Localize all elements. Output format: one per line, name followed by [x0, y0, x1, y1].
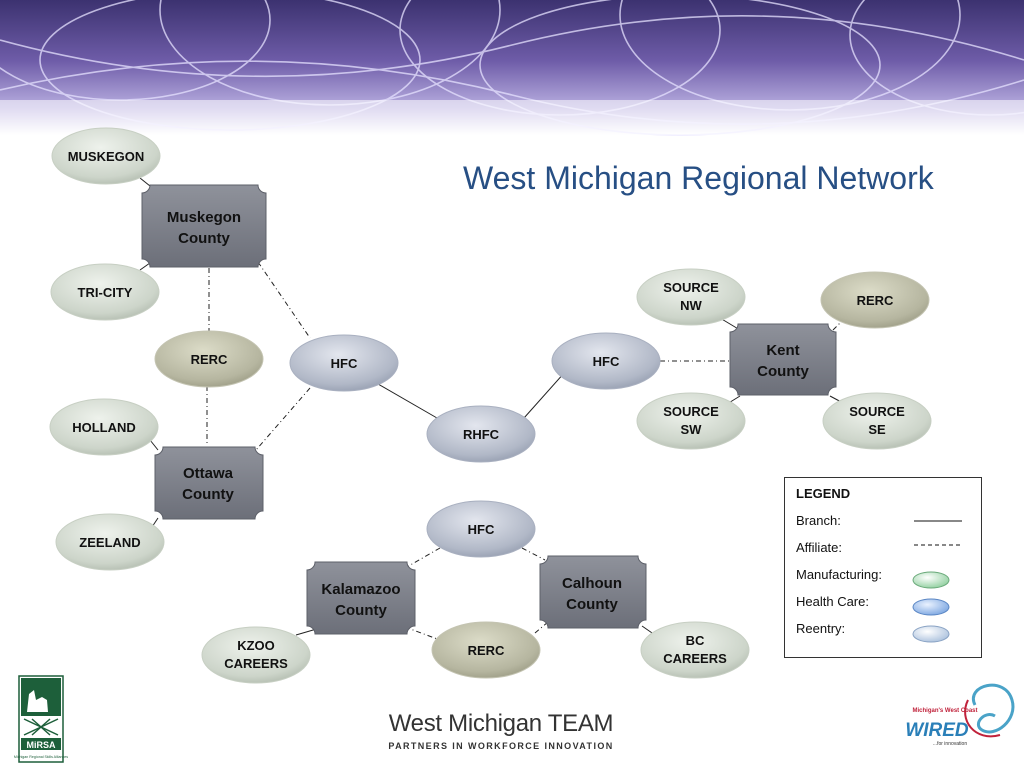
blue-oval-icon: [912, 598, 950, 616]
box-calhoun-county: Calhoun County: [539, 555, 647, 629]
node-label: SW: [681, 422, 703, 437]
node-rerc-kent: RERC: [820, 271, 930, 329]
legend-label: Manufacturing:: [796, 567, 882, 582]
box-label: Kalamazoo: [321, 581, 400, 598]
node-label: KZOO: [237, 638, 275, 653]
node-label: RHFC: [463, 427, 500, 442]
node-hfc-bottom: HFC: [426, 500, 536, 558]
affiliate-line: [257, 261, 311, 339]
page-title: West Michigan Regional Network: [463, 160, 934, 196]
legend-label: Affiliate:: [796, 540, 843, 555]
node-tricity: TRI-CITY: [50, 263, 160, 321]
box-label: County: [182, 486, 234, 503]
branch-line: [523, 371, 566, 419]
legend-row-reentry: Reentry:: [796, 621, 976, 643]
legend-label: Health Care:: [796, 594, 869, 609]
mirsa-logo-text: MiRSA: [27, 740, 57, 750]
box-muskegon-county: Muskegon County: [141, 184, 267, 268]
footer-brand: West Michigan TEAM PARTNERS IN WORKFORCE…: [386, 710, 616, 751]
node-label: SE: [868, 422, 886, 437]
legend-row-health-care: Health Care:: [796, 594, 976, 616]
node-rhfc: RHFC: [426, 405, 536, 463]
node-label: HFC: [593, 354, 620, 369]
node-label: SOURCE: [663, 404, 719, 419]
box-label: Kent: [766, 342, 799, 359]
legend-row-manufacturing: Manufacturing:: [796, 567, 976, 589]
node-label: NW: [680, 298, 702, 313]
box-label: Calhoun: [562, 575, 622, 592]
branch-line: [149, 439, 159, 451]
node-label: HFC: [468, 522, 495, 537]
mirsa-logo-subtext: Michigan Regional Skills Alliances: [14, 755, 68, 759]
box-label: County: [757, 363, 809, 380]
legend-label: Reentry:: [796, 621, 846, 636]
node-label: RERC: [191, 352, 228, 367]
box-label: Muskegon: [167, 209, 241, 226]
box-label: Ottawa: [183, 465, 234, 482]
node-hfc-right: HFC: [551, 332, 661, 390]
node-label: RERC: [857, 293, 894, 308]
node-rerc-west: RERC: [154, 330, 264, 388]
node-label: SOURCE: [849, 404, 905, 419]
legend-row-affiliate: Affiliate:: [796, 540, 976, 560]
node-kzoo-careers: KZOO CAREERS: [201, 626, 311, 684]
node-rerc-bottom: RERC: [431, 621, 541, 679]
node-label: HOLLAND: [72, 420, 136, 435]
legend: LEGEND Branch: Affiliate: Manufacturing:…: [784, 477, 982, 658]
node-label: RERC: [468, 643, 505, 658]
node-label: SOURCE: [663, 280, 719, 295]
node-bc-careers: BC CAREERS: [640, 621, 750, 679]
node-label: CAREERS: [224, 656, 288, 671]
header-banner: [0, 0, 1024, 136]
node-label: ZEELAND: [79, 535, 140, 550]
light-blue-oval-icon: [912, 625, 950, 643]
legend-title: LEGEND: [796, 486, 851, 501]
box-label: County: [335, 602, 387, 619]
node-label: TRI-CITY: [78, 285, 133, 300]
dashed-line-icon: [914, 544, 962, 546]
legend-row-branch: Branch:: [796, 513, 976, 533]
box-kent-county: Kent County: [729, 323, 837, 396]
affiliate-line: [534, 621, 549, 634]
box-label: County: [566, 596, 618, 613]
affiliate-line: [404, 626, 441, 641]
node-label: CAREERS: [663, 651, 727, 666]
brand-tagline: PARTNERS IN WORKFORCE INNOVATION: [388, 741, 614, 751]
node-hfc-left: HFC: [289, 334, 399, 392]
affiliate-line: [521, 547, 546, 561]
mirsa-logo: MiRSA Michigan Regional Skills Alliances: [14, 675, 68, 763]
wired-logo: Michigan's West Coast WIRED ...for innov…: [905, 683, 1015, 747]
node-label: HFC: [331, 356, 358, 371]
brand-name: West Michigan TEAM: [388, 710, 614, 737]
branch-line: [377, 383, 438, 419]
box-label: County: [178, 230, 230, 247]
node-label: MUSKEGON: [68, 149, 145, 164]
wired-logo-toptext: Michigan's West Coast: [913, 708, 978, 714]
node-source-sw: SOURCE SW: [636, 392, 746, 450]
node-label: BC: [686, 633, 705, 648]
node-source-se: SOURCE SE: [822, 392, 932, 450]
affiliate-line: [404, 547, 441, 569]
green-oval-icon: [912, 571, 950, 589]
legend-label: Branch:: [796, 513, 841, 528]
node-source-nw: SOURCE NW: [636, 268, 746, 326]
wired-logo-text: WIRED: [905, 720, 969, 741]
node-zeeland: ZEELAND: [55, 513, 165, 571]
wired-logo-subtext: ...for innovation: [933, 741, 967, 747]
node-holland: HOLLAND: [49, 398, 159, 456]
solid-line-icon: [914, 520, 962, 522]
affiliate-line: [255, 387, 311, 451]
box-kalamazoo-county: Kalamazoo County: [306, 561, 416, 635]
box-ottawa-county: Ottawa County: [154, 446, 264, 520]
node-muskegon: MUSKEGON: [51, 127, 161, 185]
